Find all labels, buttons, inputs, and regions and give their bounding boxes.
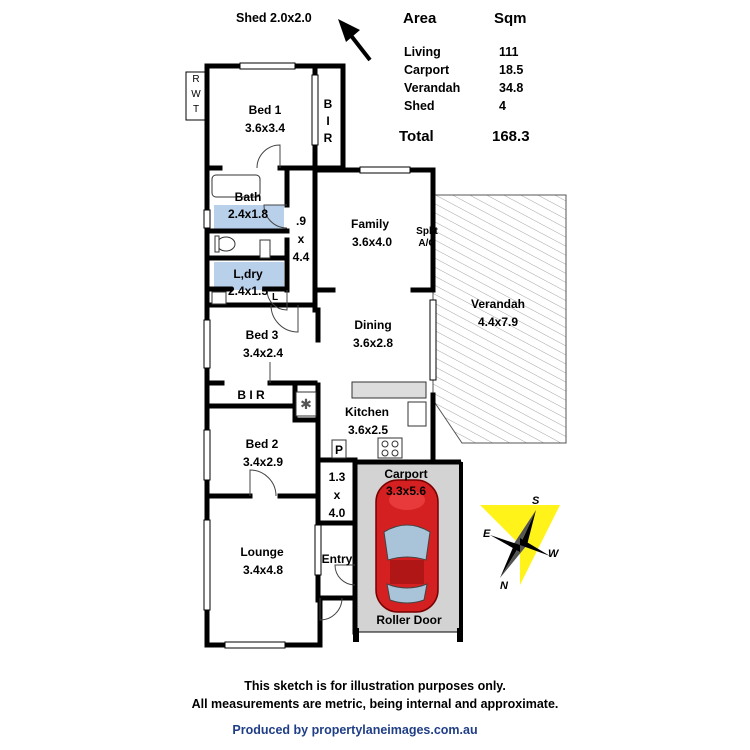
bir-mid-label: B I R (237, 388, 265, 402)
compass-s: S (532, 495, 540, 507)
area-row-value: 4 (499, 99, 506, 113)
hall-dim-2: x (297, 232, 305, 246)
roller-door-label: Roller Door (376, 613, 442, 627)
family-dim: 3.6x4.0 (351, 235, 393, 249)
area-row-value: 111 (499, 45, 519, 59)
area-row-name: Verandah (404, 81, 461, 95)
dining-name: Dining (354, 318, 392, 332)
laundry-tiles (214, 262, 284, 290)
disclaimer-line2: All measurements are metric, being inter… (191, 697, 559, 711)
entry-label: Entry (321, 552, 353, 566)
hall2-dim-1: 1.3 (328, 470, 346, 484)
shed-arrow-icon (338, 19, 372, 62)
laundry-dim: 2.4x1.5 (227, 284, 269, 298)
hall-dim-3: 4.4 (292, 250, 310, 264)
compass-e: E (483, 528, 491, 540)
bed2-dim: 3.4x2.9 (242, 455, 284, 469)
split-ac-line1: Split (416, 226, 438, 237)
lounge-dim: 3.4x4.8 (242, 563, 284, 577)
dining-dim: 3.6x2.8 (352, 336, 394, 350)
total-label: Total (399, 128, 434, 145)
bed1-dim: 3.6x3.4 (244, 121, 286, 135)
bath-dim: 2.4x1.8 (227, 207, 269, 221)
car-icon (375, 479, 439, 613)
hall2-dim-2: x (333, 488, 341, 502)
split-ac-line2: A/C (418, 238, 436, 249)
bath-tiles (214, 205, 284, 231)
area-row-value: 18.5 (499, 63, 524, 77)
windows (203, 62, 437, 649)
area-row-name: Carport (404, 63, 450, 77)
compass-w: W (548, 548, 559, 560)
compass-n: N (500, 580, 508, 592)
disclaimer-line1: This sketch is for illustration purposes… (244, 679, 506, 693)
laundry-mark: L (271, 292, 279, 303)
kitchen-name: Kitchen (344, 405, 390, 419)
hall2-dim-3: 4.0 (328, 506, 346, 520)
total-value: 168.3 (492, 128, 530, 145)
bed1-name: Bed 1 (248, 103, 282, 117)
verandah-dim: 4.4x7.9 (477, 315, 519, 329)
laundry-name: L,dry (233, 267, 263, 281)
doors (249, 144, 356, 621)
fixtures (211, 174, 427, 459)
area-header: Area (403, 10, 437, 27)
verandah-name: Verandah (470, 297, 526, 311)
credit-line: Produced by propertylaneimages.com.au (232, 723, 478, 737)
sqm-header: Sqm (494, 10, 527, 27)
area-row-name: Shed (404, 99, 435, 113)
area-row-name: Living (404, 45, 441, 59)
lounge-name: Lounge (240, 545, 284, 559)
fan-icon: ✱ (300, 396, 312, 412)
carport-dim: 3.3x5.6 (385, 484, 427, 498)
family-name: Family (350, 217, 390, 231)
carport-name: Carport (384, 467, 428, 481)
hall-dim-1: .9 (295, 214, 307, 228)
compass-icon (480, 505, 560, 585)
bed2-name: Bed 2 (245, 437, 279, 451)
shed-label: Shed 2.0x2.0 (236, 11, 312, 25)
bath-name: Bath (234, 190, 262, 204)
bed3-dim: 3.4x2.4 (242, 346, 284, 360)
kitchen-dim: 3.6x2.5 (347, 423, 389, 437)
pantry-label: P (334, 443, 344, 457)
bed3-name: Bed 3 (245, 328, 279, 342)
area-row-value: 34.8 (499, 81, 524, 95)
